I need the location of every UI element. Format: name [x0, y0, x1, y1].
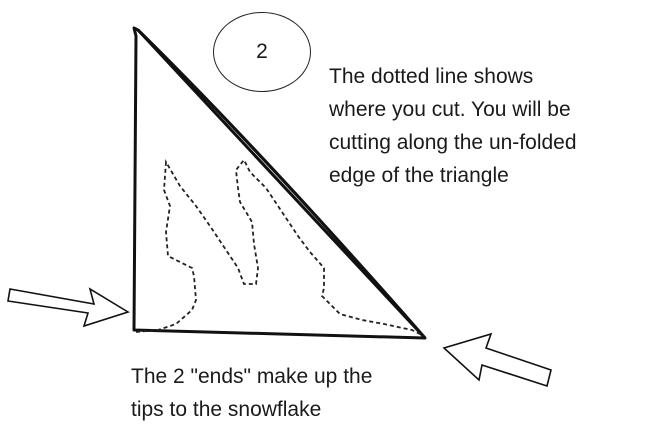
- dotted-cut-line: [135, 158, 425, 337]
- tips-note-text: The 2 "ends" make up the tips to the sno…: [131, 360, 461, 426]
- cut-instruction-text: The dotted line shows where you cut. You…: [329, 60, 659, 192]
- step-number: 2: [256, 40, 268, 63]
- instruction-line: where you cut. You will be: [329, 98, 571, 121]
- instruction-line: edge of the triangle: [329, 164, 509, 187]
- arrow-right-outline: [7, 287, 130, 328]
- instruction-line: cutting along the un-folded: [329, 131, 577, 154]
- folded-triangle: [132, 26, 427, 340]
- step-number-badge: 2: [213, 12, 311, 92]
- tip-line: tips to the snowflake: [131, 398, 322, 421]
- tip-line: The 2 "ends" make up the: [131, 365, 373, 388]
- arrow-left-outline: [442, 332, 552, 388]
- triangle-hypotenuse: [136, 28, 427, 340]
- instruction-line: The dotted line shows: [329, 65, 534, 88]
